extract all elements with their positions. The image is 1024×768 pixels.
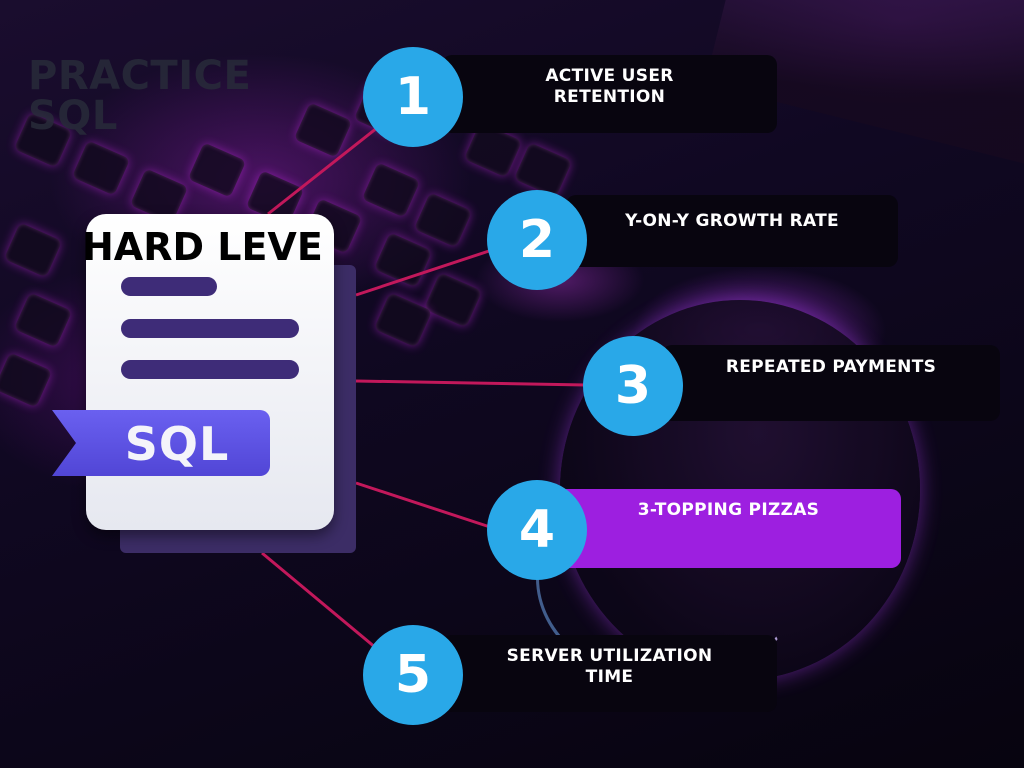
document-line — [121, 319, 299, 338]
connector-2 — [355, 248, 493, 297]
item-1-label: ACTIVE USER RETENTION — [442, 55, 777, 133]
item-5-number: 5 — [394, 645, 432, 705]
item-4-number-circle: 4 — [487, 480, 587, 580]
item-2-number-circle: 2 — [487, 190, 587, 290]
connector-5 — [261, 551, 377, 650]
item-5-text: SERVER UTILIZATION TIME — [506, 646, 713, 687]
item-1-number: 1 — [394, 67, 432, 127]
item-3-number-circle: 3 — [583, 336, 683, 436]
item-4-label: 3-TOPPING PIZZAS — [556, 489, 901, 568]
sql-ribbon — [52, 410, 270, 476]
item-1-text: ACTIVE USER RETENTION — [545, 66, 674, 107]
item-3-label: REPEATED PAYMENTS — [662, 345, 1000, 421]
item-2-number: 2 — [518, 210, 556, 270]
practice-sql-title: PRACTICE SQL — [28, 56, 251, 136]
item-3-number: 3 — [614, 356, 652, 416]
connector-3 — [355, 379, 587, 387]
item-5-number-circle: 5 — [363, 625, 463, 725]
item-3-text: REPEATED PAYMENTS — [725, 357, 937, 377]
item-1-number-circle: 1 — [363, 47, 463, 147]
item-2-text: Y-ON-Y GROWTH RATE — [625, 211, 839, 231]
connector-1 — [267, 122, 383, 216]
connector-4 — [355, 481, 491, 529]
practice-title-line: PRACTICE — [28, 53, 252, 99]
item-4-text: 3-TOPPING PIZZAS — [637, 500, 820, 520]
hard-level-heading: HARD LEVE — [82, 225, 323, 269]
item-4-number: 4 — [518, 500, 556, 560]
sql-title-line: SQL — [28, 93, 118, 139]
document-line — [121, 360, 299, 379]
item-2-label: Y-ON-Y GROWTH RATE — [566, 195, 898, 267]
sql-badge-text: SQL — [124, 417, 230, 471]
document-line — [121, 277, 217, 296]
item-5-label: SERVER UTILIZATION TIME — [442, 635, 777, 712]
